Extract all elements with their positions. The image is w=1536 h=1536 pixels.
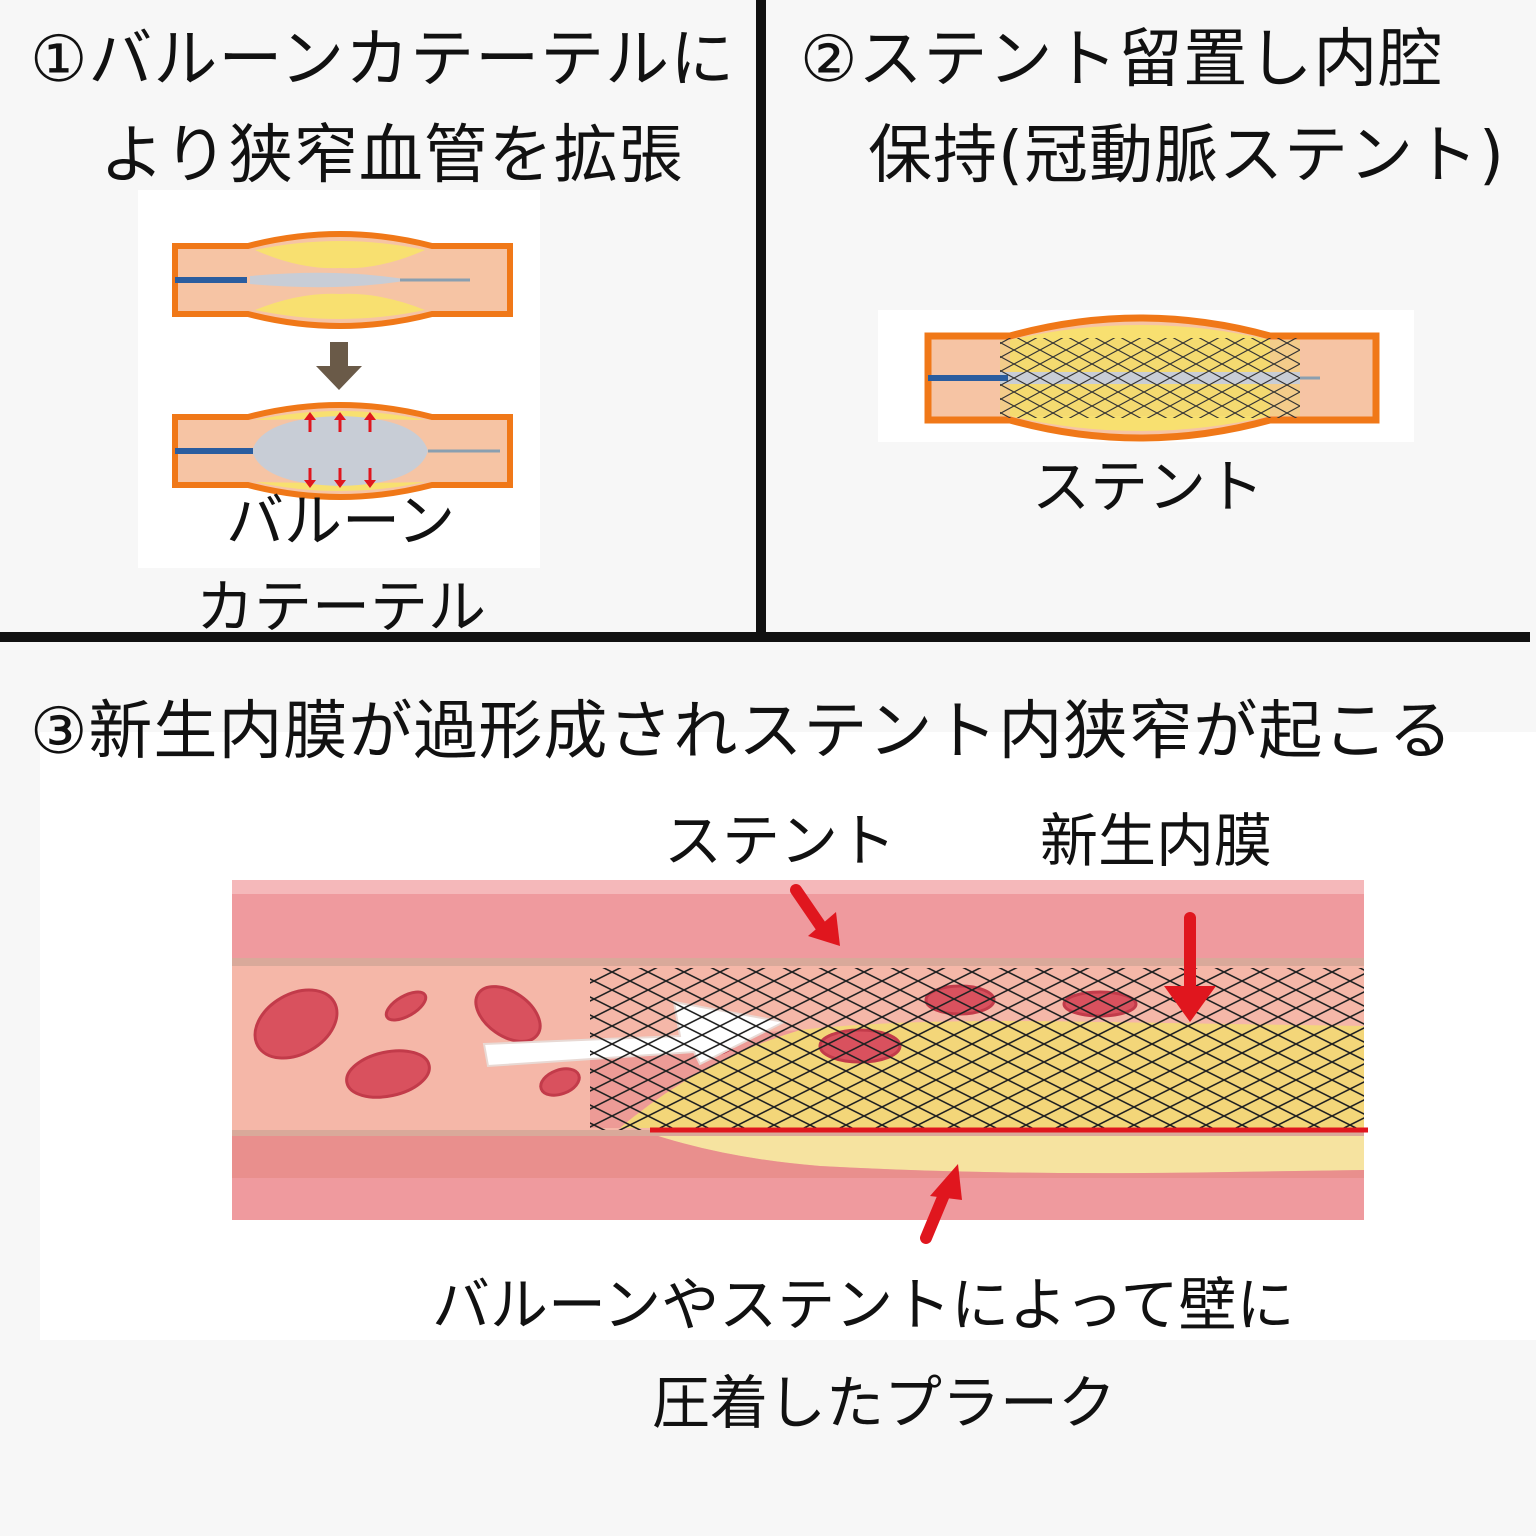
stent-mesh-panel-3 xyxy=(590,968,1364,1130)
plaque-label-line-1: バルーンやステントによって壁に xyxy=(432,1271,1295,1339)
balloon-label: バルーン xyxy=(226,487,456,555)
intima-pointer-arrow-icon xyxy=(1164,912,1216,1022)
vertical-divider xyxy=(756,0,766,636)
horizontal-divider xyxy=(0,632,1530,642)
narrowed-vessel xyxy=(172,231,513,329)
neointima-label: 新生内膜 xyxy=(1040,807,1273,875)
stent-diagram xyxy=(924,314,1380,442)
plaque-pointer-arrow-icon xyxy=(920,1164,962,1244)
dilated-vessel xyxy=(172,402,513,500)
panel-2-title-line-2: 保持(冠動脈ステント) xyxy=(868,119,1505,193)
balloon-catheter-diagram xyxy=(172,231,513,500)
arrow-down-icon xyxy=(316,342,362,390)
plaque-label-line-2: 圧着したプラーク xyxy=(652,1369,1117,1437)
stent-label-panel-3: ステント xyxy=(664,807,897,875)
stent-pointer-arrow-icon xyxy=(790,884,840,946)
panel-3-title: ③新生内膜が過形成されステント内狭窄が起こる xyxy=(30,695,1454,769)
panel-2-title-line-1: ②ステント留置し内腔 xyxy=(800,23,1444,97)
stent-label-panel-2: ステント xyxy=(1032,453,1265,521)
panel-1-title-line-2: より狭窄血管を拡張 xyxy=(100,119,684,193)
panel-1-title-line-1: ①バルーンカテーテルに xyxy=(30,23,736,97)
catheter-label: カテーテル xyxy=(196,573,487,641)
stent-mesh xyxy=(1000,338,1300,418)
